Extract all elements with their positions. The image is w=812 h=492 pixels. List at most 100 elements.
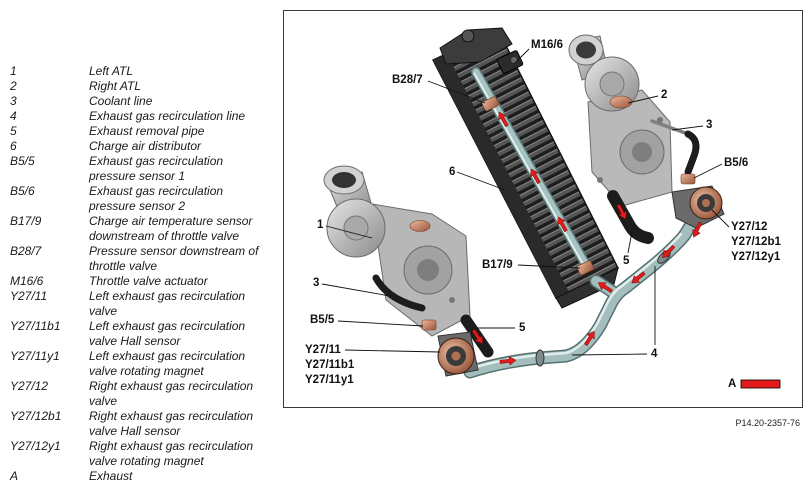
label-coolant-line-right: 3 <box>706 119 712 131</box>
label-charge-air-distributor: 6 <box>449 166 455 178</box>
left-turbocharger <box>323 165 471 337</box>
leader-line-1 <box>325 225 373 239</box>
exhaust-key-swatch <box>740 379 781 389</box>
leader-line-4-left <box>571 353 648 356</box>
legend-text: Exhaust gas recirculation pressure senso… <box>89 154 224 183</box>
component-labels: M16/6 B28/7 2 3 B5/6 6 1 Y27/12 Y27/12b1… <box>305 39 781 386</box>
legend-text: Exhaust <box>89 469 133 483</box>
label-exhaust-pipe-left: 5 <box>519 322 526 334</box>
label-y27-12: Y27/12 <box>731 221 767 233</box>
exhaust-flow-arrow <box>662 244 676 258</box>
label-m16-6: M16/6 <box>531 39 563 51</box>
right-egr-valve <box>671 185 725 229</box>
label-b28-7: B28/7 <box>392 74 423 86</box>
legend-item: 6 Charge air distributor <box>10 139 264 154</box>
leader-line-5-right <box>627 231 633 254</box>
legend-code: Y27/12b1 <box>10 409 62 423</box>
legend-code: 4 <box>10 109 17 123</box>
pressure-sensor-b28-7 <box>481 96 500 112</box>
legend-code: 6 <box>10 139 17 153</box>
legend-code: 2 <box>10 79 17 93</box>
legend-text: Charge air temperature sensor downstream… <box>89 214 253 243</box>
legend-code: B5/5 <box>10 154 35 168</box>
exhaust-flow-arrow <box>597 282 613 294</box>
label-right-atl: 2 <box>661 89 667 101</box>
pressure-sensor-b5-6 <box>680 173 696 185</box>
leader-lines <box>321 48 730 356</box>
label-exhaust-pipe-right: 5 <box>623 255 630 267</box>
leader-line-6 <box>456 171 506 191</box>
leader-line-b17-9 <box>517 264 581 269</box>
legend-text: Coolant line <box>89 94 153 108</box>
legend-code: A <box>10 469 19 483</box>
coolant-line-right <box>650 119 700 176</box>
legend-text: Exhaust removal pipe <box>89 124 205 138</box>
label-y27-11: Y27/11 <box>305 344 341 356</box>
leader-line-2 <box>627 95 659 104</box>
exhaust-flow-arrow <box>692 221 703 238</box>
legend-code: 3 <box>10 94 17 108</box>
legend-code: 5 <box>10 124 17 138</box>
legend-text: Exhaust gas recirculation line <box>89 109 246 123</box>
exhaust-flow-arrow <box>557 216 568 233</box>
legend-code: B28/7 <box>10 244 42 258</box>
leader-line-3-right <box>671 125 704 131</box>
legend-text: Left exhaust gas recirculation valve Hal… <box>89 319 246 348</box>
legend-code: B17/9 <box>10 214 42 228</box>
legend-item: Y27/11 Left exhaust gas recirculation val… <box>10 289 264 319</box>
label-b5-6: B5/6 <box>724 157 748 169</box>
legend-item: 5 Exhaust removal pipe <box>10 124 264 139</box>
leader-line-b5-6 <box>693 163 723 179</box>
leader-line-b5-5 <box>337 320 424 327</box>
legend-code: Y27/12y1 <box>10 439 61 453</box>
legend-text: Right exhaust gas recirculation valve <box>89 379 254 408</box>
legend-item: A Exhaust <box>10 469 264 484</box>
legend-code: B5/6 <box>10 184 35 198</box>
label-left-atl: 1 <box>317 219 324 231</box>
legend-text: Left exhaust gas recirculation valve <box>89 289 246 318</box>
legend-text: Exhaust gas recirculation pressure senso… <box>89 184 224 213</box>
temperature-sensor-b17-9 <box>576 260 595 276</box>
label-y27-12b1: Y27/12b1 <box>731 236 781 248</box>
label-b5-5: B5/5 <box>310 314 335 326</box>
legend-item: 1 Left ATL <box>10 64 264 79</box>
legend-item: Y27/12b1 Right exhaust gas recirculation … <box>10 409 264 439</box>
legend-text: Left ATL <box>89 64 134 78</box>
legend-text: Throttle valve actuator <box>89 274 208 288</box>
legend-item: B5/6 Exhaust gas recirculation pressure s… <box>10 184 264 214</box>
legend-code: Y27/11 <box>10 289 48 303</box>
label-y27-11y1: Y27/11y1 <box>305 374 354 386</box>
exhaust-flow-arrow <box>530 168 541 185</box>
label-y27-12y1: Y27/12y1 <box>731 251 781 263</box>
leader-line-m16-6 <box>513 48 530 65</box>
legend-code: Y27/11y1 <box>10 349 60 363</box>
leader-line-y27-12 <box>711 209 730 228</box>
exhaust-pipe-right <box>607 190 654 244</box>
label-coolant-line-left: 3 <box>313 277 319 289</box>
exhaust-flow-arrow <box>616 203 627 220</box>
engine-figure: M16/6 B28/7 2 3 B5/6 6 1 Y27/12 Y27/12b1… <box>283 10 803 408</box>
exhaust-flow-arrow <box>471 329 483 345</box>
legend-code: Y27/12 <box>10 379 49 393</box>
figure-id: P14.20-2357-76 <box>735 418 800 428</box>
exhaust-flow-arrow <box>631 271 646 284</box>
throttle-valve-actuator <box>496 50 524 74</box>
exhaust-flow-arrows <box>471 111 703 366</box>
exhaust-flow-arrow <box>584 330 595 346</box>
legend-code: 1 <box>10 64 17 78</box>
legend-text: Right exhaust gas recirculation valve Ha… <box>89 409 254 438</box>
legend-item: B17/9 Charge air temperature sensor downs… <box>10 214 264 244</box>
legend-item: Y27/11y1 Left exhaust gas recirculation v… <box>10 349 264 379</box>
coolant-line-left <box>372 274 426 312</box>
legend-text: Left exhaust gas recirculation valve rot… <box>89 349 246 378</box>
exhaust-key: A <box>728 378 781 390</box>
legend-text: Charge air distributor <box>89 139 202 153</box>
legend-item: Y27/12 Right exhaust gas recirculation va… <box>10 379 264 409</box>
leader-line-3-left <box>321 283 391 297</box>
label-b17-9: B17/9 <box>482 259 513 271</box>
